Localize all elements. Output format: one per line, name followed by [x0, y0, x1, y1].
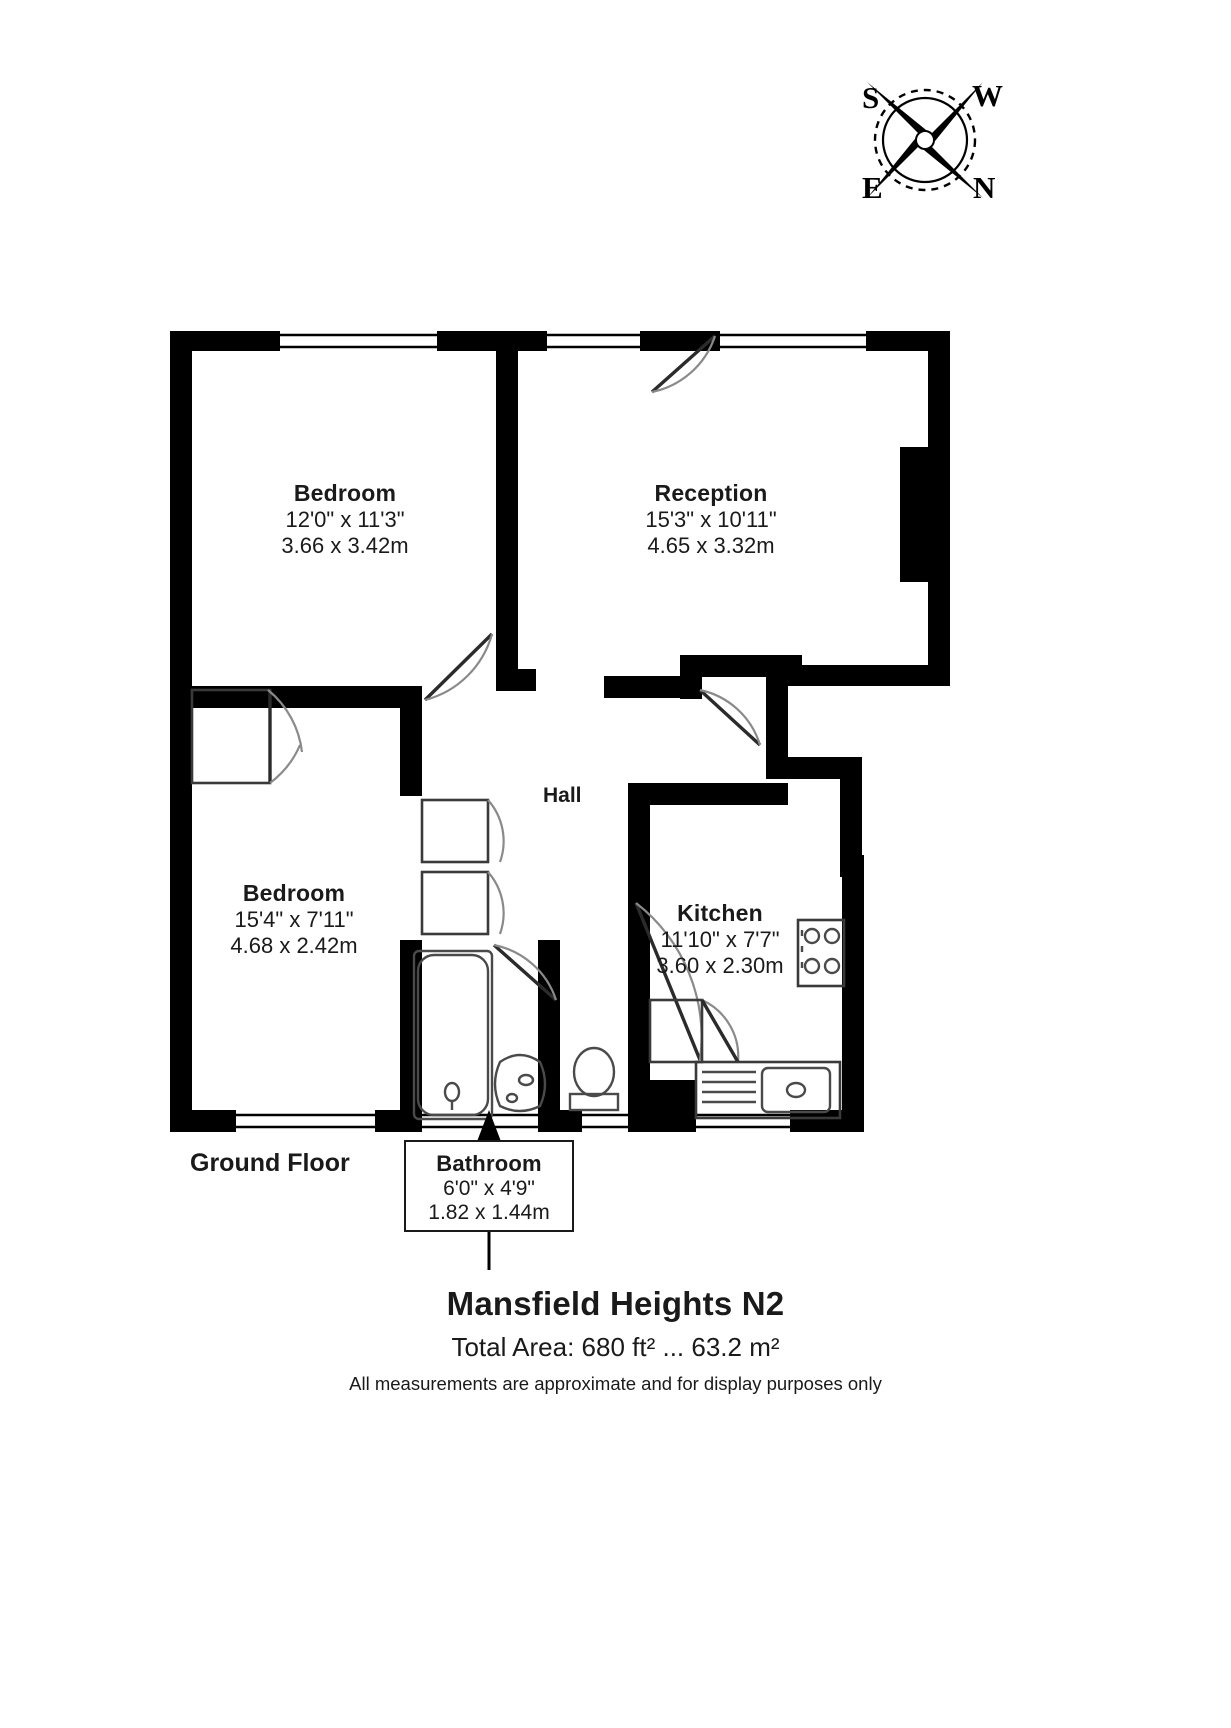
room-dims-imperial-bathroom: 6'0" x 4'9" [443, 1177, 535, 1200]
room-dims-metric-bedroom-2: 4.68 x 2.42m [230, 933, 358, 958]
toilet-fixture [568, 1046, 620, 1112]
room-dims-imperial-kitchen: 11'10" x 7'7" [660, 927, 780, 952]
compass-rose: S W E N [845, 62, 1005, 212]
room-dims-metric-bedroom-1: 3.66 x 3.42m [281, 533, 409, 558]
compass-label-north: N [973, 170, 995, 205]
page-title: Mansfield Heights N2 [446, 1285, 785, 1322]
room-label-hall: Hall [543, 784, 582, 807]
room-name-bedroom-2: Bedroom [242, 880, 346, 906]
room-label-bedroom-2: Bedroom 15'4" x 7'11" 4.68 x 2.42m [230, 880, 357, 959]
compass-label-west: W [972, 78, 1003, 113]
floor-level-label: Ground Floor [190, 1149, 350, 1177]
total-area-text: Total Area: 680 ft² ... 63.2 m² [451, 1332, 780, 1362]
room-dims-metric-kitchen: 3.60 x 2.30m [656, 953, 784, 978]
room-name-reception: Reception [654, 480, 768, 506]
compass-label-east: E [862, 170, 883, 205]
room-dims-imperial-bedroom-1: 12'0" x 11'3" [285, 507, 405, 532]
interior-walls [190, 331, 802, 1132]
room-name-kitchen: Kitchen [677, 900, 763, 926]
kitchen-fixtures [694, 918, 846, 1120]
room-dims-imperial-reception: 15'3" x 10'11" [645, 507, 777, 532]
room-label-reception: Reception 15'3" x 10'11" 4.65 x 3.32m [645, 480, 776, 559]
reception-feature [900, 447, 930, 582]
compass-label-south: S [862, 80, 879, 115]
room-dims-metric-reception: 4.65 x 3.32m [647, 533, 775, 558]
room-label-kitchen: Kitchen 11'10" x 7'7" 3.60 x 2.30m [656, 900, 783, 979]
room-name-bathroom: Bathroom [436, 1151, 542, 1176]
room-dims-imperial-bedroom-2: 15'4" x 7'11" [234, 907, 354, 932]
doors [267, 334, 762, 1064]
disclaimer-text: All measurements are approximate and for… [349, 1373, 882, 1394]
room-label-bathroom: Bathroom 6'0" x 4'9" 1.82 x 1.44m [404, 1140, 574, 1232]
room-label-bedroom-1: Bedroom 12'0" x 11'3" 3.66 x 3.42m [281, 480, 408, 559]
room-dims-metric-bathroom: 1.82 x 1.44m [428, 1201, 550, 1224]
room-name-bedroom-1: Bedroom [293, 480, 397, 506]
bathroom-fixtures [412, 949, 547, 1121]
